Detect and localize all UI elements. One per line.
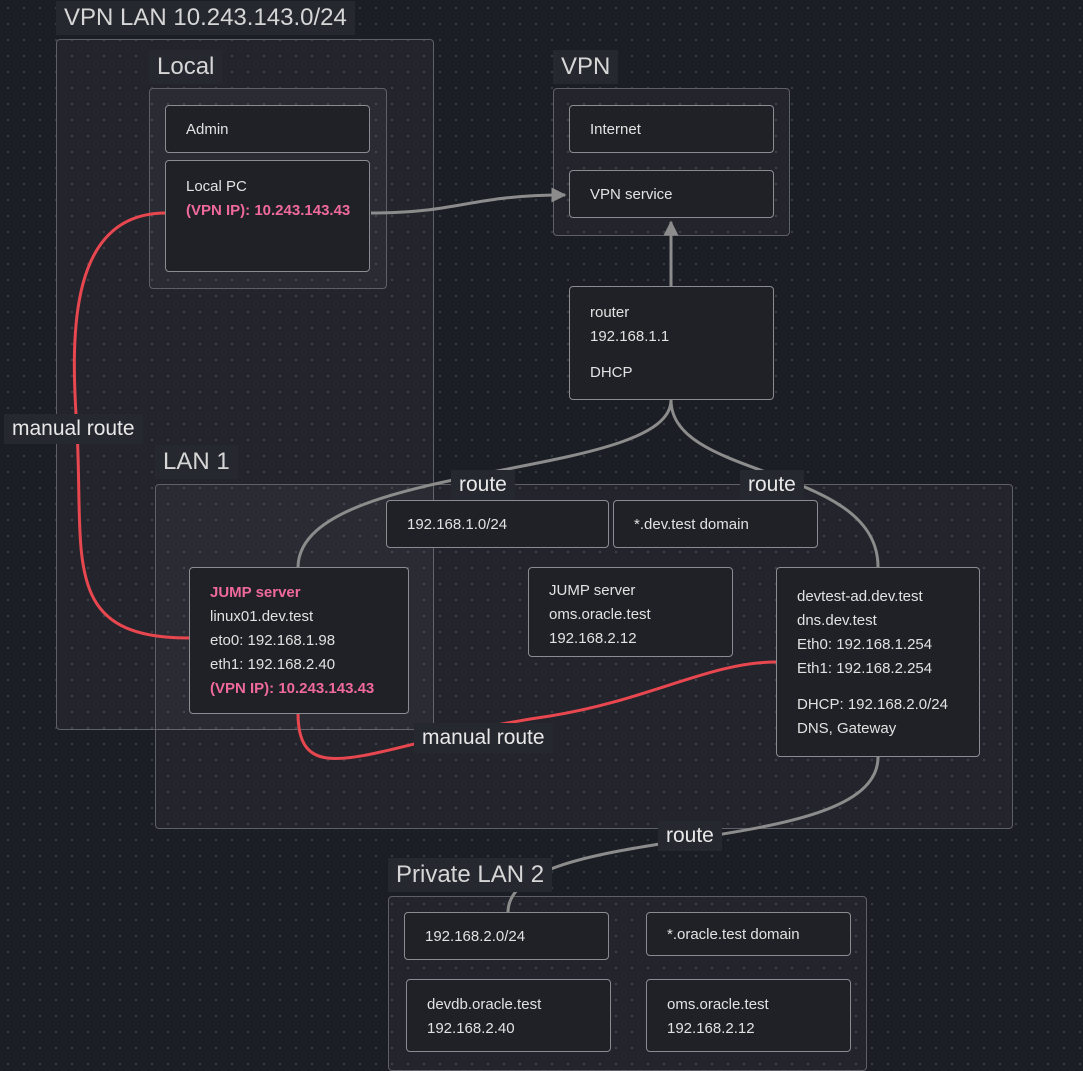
jump-oms-ip: 192.168.2.12: [549, 630, 637, 647]
devdb-ip: 192.168.2.40: [427, 1020, 515, 1037]
devtest-ad-dns-gateway: DNS, Gateway: [797, 720, 897, 737]
oms-node[interactable]: oms.oracle.test 192.168.2.12: [646, 979, 851, 1052]
lan1-label: LAN 1: [155, 445, 238, 479]
route-label-left: route: [451, 470, 515, 500]
devtest-ad-dhcp: DHCP: 192.168.2.0/24: [797, 696, 948, 713]
oms-ip: 192.168.2.12: [667, 1020, 755, 1037]
manual-route-label-left: manual route: [4, 414, 143, 444]
private-lan2-label: Private LAN 2: [388, 858, 553, 892]
jump-server-vpn-ip: (VPN IP): 10.243.143.43: [210, 680, 375, 697]
router-node[interactable]: router 192.168.1.1 DHCP: [569, 286, 774, 400]
jump-server-hostname: linux01.dev.test: [210, 608, 314, 625]
internet-label: Internet: [590, 121, 641, 138]
devdb-node[interactable]: devdb.oracle.test 192.168.2.40: [406, 979, 611, 1052]
lan2-subnet-node[interactable]: 192.168.2.0/24: [404, 912, 609, 960]
vpn-label: VPN: [553, 50, 619, 84]
lan1-subnet-label: 192.168.1.0/24: [407, 516, 508, 533]
local-label: Local: [149, 50, 223, 84]
local-pc-label: Local PC: [186, 178, 247, 195]
devtest-ad-eth1: Eth1: 192.168.2.254: [797, 660, 933, 677]
lan2-subnet-label: 192.168.2.0/24: [425, 928, 526, 945]
router-dhcp: DHCP: [590, 364, 633, 381]
devtest-ad-dns-host: dns.dev.test: [797, 612, 877, 629]
devtest-ad-node[interactable]: devtest-ad.dev.test dns.dev.test Eth0: 1…: [776, 567, 980, 757]
route-label-bottom: route: [658, 821, 722, 851]
jump-server-linux-node[interactable]: JUMP server linux01.dev.test eto0: 192.1…: [189, 567, 409, 714]
jump-oms-hostname: oms.oracle.test: [549, 606, 651, 623]
router-ip: 192.168.1.1: [590, 328, 670, 345]
lan2-domain-node[interactable]: *.oracle.test domain: [646, 912, 851, 956]
lan1-domain-label: *.dev.test domain: [634, 516, 749, 533]
lan1-domain-node[interactable]: *.dev.test domain: [613, 500, 818, 548]
jump-server-title: JUMP server: [210, 584, 301, 601]
local-group: [149, 88, 387, 289]
lan1-group: [155, 484, 1013, 829]
devtest-ad-hostname: devtest-ad.dev.test: [797, 588, 923, 605]
vpn-lan-label: VPN LAN 10.243.143.0/24: [56, 1, 355, 35]
router-label: router: [590, 304, 630, 321]
lan1-subnet-node[interactable]: 192.168.1.0/24: [386, 500, 609, 548]
vpn-service-label: VPN service: [590, 186, 673, 203]
jump-oms-title: JUMP server: [549, 582, 636, 599]
internet-node[interactable]: Internet: [569, 105, 774, 153]
oms-hostname: oms.oracle.test: [667, 996, 769, 1013]
admin-label: Admin: [186, 121, 229, 138]
jump-server-eth1: eth1: 192.168.2.40: [210, 656, 336, 673]
edge-localpc-vpnservice: [370, 187, 567, 215]
local-pc-node[interactable]: Local PC (VPN IP): 10.243.143.43: [165, 160, 370, 272]
devtest-ad-eth0: Eth0: 192.168.1.254: [797, 636, 933, 653]
jump-server-eto0: eto0: 192.168.1.98: [210, 632, 336, 649]
vpn-lan-group: [56, 39, 434, 730]
admin-node[interactable]: Admin: [165, 105, 370, 153]
local-pc-vpn-ip: (VPN IP): 10.243.143.43: [186, 202, 351, 219]
edge-jump-devtest-manual: [296, 660, 777, 760]
lan2-domain-label: *.oracle.test domain: [667, 926, 800, 943]
jump-server-oms-node[interactable]: JUMP server oms.oracle.test 192.168.2.12: [528, 567, 733, 657]
manual-route-label-center: manual route: [414, 723, 553, 753]
devdb-hostname: devdb.oracle.test: [427, 996, 542, 1013]
route-label-right: route: [740, 470, 804, 500]
vpn-service-node[interactable]: VPN service: [569, 170, 774, 218]
